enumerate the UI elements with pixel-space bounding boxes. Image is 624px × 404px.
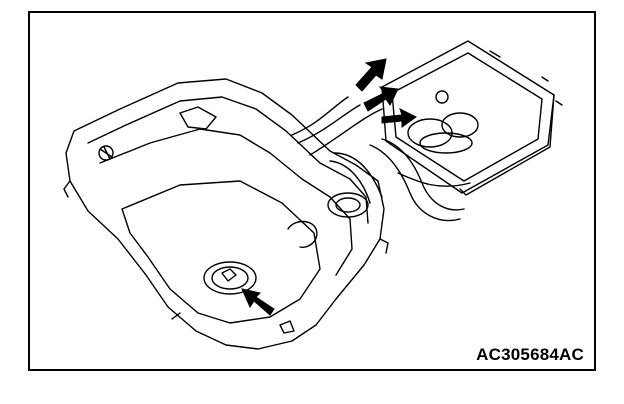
tool-case [381,40,555,194]
arrow-pointer-2 [363,86,399,112]
fuel-tank-illustration [63,40,563,350]
arrow-pointer-3 [381,108,417,128]
arrow-pointer-1 [355,58,387,92]
figure-code: AC305684AC [476,345,584,364]
arrow-pointer-4 [241,288,275,316]
figure-frame: AC305684AC [28,11,596,371]
hose-lines [291,96,383,156]
pump-port [203,261,257,295]
fuel-tank-outline [65,78,385,350]
